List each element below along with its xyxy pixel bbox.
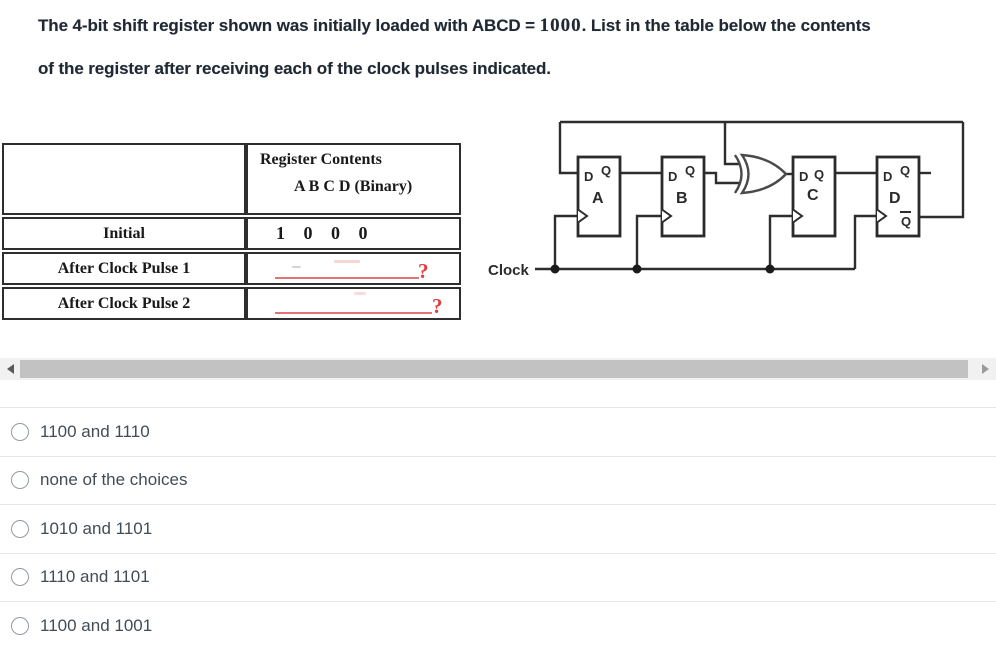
table-row-initial: Initial 1 0 0 0 bbox=[2, 217, 461, 250]
answer-blank-pulse2 bbox=[275, 312, 432, 314]
register-contents-table: Register Contents A B C D (Binary) Initi… bbox=[2, 141, 461, 322]
question-mark-pulse1: ? bbox=[418, 259, 429, 283]
answer-blank-pulse1 bbox=[275, 277, 419, 279]
scrollbar-right-arrow-icon[interactable] bbox=[982, 363, 989, 374]
flip-flop-b-box bbox=[660, 155, 706, 238]
table-header-row: Register Contents A B C D (Binary) bbox=[2, 143, 461, 215]
radio-button[interactable] bbox=[11, 422, 29, 441]
table-header-empty-cell bbox=[2, 143, 246, 215]
clock-triangle-icon bbox=[792, 208, 804, 224]
flip-flop-boxes bbox=[576, 155, 921, 238]
row-label-pulse1: After Clock Pulse 1 bbox=[2, 252, 246, 285]
clock-to-ffb-wire bbox=[635, 214, 662, 269]
answer-option-5[interactable]: 1100 and 1001 bbox=[0, 601, 996, 650]
radio-button[interactable] bbox=[11, 568, 29, 587]
question-text-line1: The 4-bit shift register shown was initi… bbox=[38, 15, 871, 37]
row-label-initial: Initial bbox=[2, 217, 246, 250]
ffd-d-label: D bbox=[883, 169, 892, 184]
ffc-d-label: D bbox=[799, 169, 808, 184]
question-line1-prefix: The 4-bit shift register shown was initi… bbox=[38, 16, 540, 35]
clock-to-ffa-wire bbox=[553, 214, 578, 269]
question-mark-pulse2: ? bbox=[432, 294, 443, 318]
answer-option-label[interactable]: 1100 and 1001 bbox=[40, 615, 153, 635]
pin-labels: D Q D Q D Q D Q Q bbox=[584, 163, 911, 229]
erased-mark bbox=[354, 292, 366, 295]
ffc-q-label: Q bbox=[814, 167, 824, 182]
clock-triangle-icon bbox=[876, 208, 888, 224]
clock-label: Clock bbox=[488, 262, 530, 279]
ffd-name-label: D bbox=[889, 190, 901, 207]
answer-option-label[interactable]: 1110 and 1101 bbox=[40, 567, 150, 587]
erased-mark bbox=[292, 266, 301, 268]
xor-body bbox=[739, 153, 788, 195]
ffd-qbar-label: Q bbox=[901, 214, 911, 229]
ffb-q-label: Q bbox=[685, 163, 695, 178]
clock-triangle-icon bbox=[661, 208, 673, 224]
row-value-initial: 1 0 0 0 bbox=[246, 217, 461, 250]
answer-option-label[interactable]: none of the choices bbox=[40, 470, 188, 490]
ffa-name-label: A bbox=[592, 190, 604, 207]
junction-dot bbox=[550, 264, 560, 274]
answer-option-label[interactable]: 1010 and 1101 bbox=[40, 518, 153, 538]
table-header-cell: Register Contents A B C D (Binary) bbox=[246, 143, 461, 215]
clock-triangle-icon bbox=[577, 208, 589, 224]
question-line1-suffix: . List in the table below the contents bbox=[581, 16, 871, 35]
scrollbar-left-arrow-icon[interactable] bbox=[7, 363, 14, 374]
answer-option-3[interactable]: 1010 and 1101 bbox=[0, 504, 996, 553]
flip-flop-d-box bbox=[875, 155, 921, 238]
feedback-to-ffa-wire bbox=[558, 122, 578, 175]
xor-input-arc bbox=[733, 154, 743, 194]
answer-option-1[interactable]: 1100 and 1110 bbox=[0, 407, 996, 456]
radio-button[interactable] bbox=[11, 616, 29, 635]
ffa-q-label: Q bbox=[601, 163, 611, 178]
flip-flop-name-labels: A B C D bbox=[592, 187, 901, 207]
junction-dot bbox=[632, 264, 642, 274]
flip-flop-c-box bbox=[791, 155, 837, 238]
shift-register-circuit-diagram: D Q D Q D Q D Q Q A B C D Clock bbox=[488, 120, 965, 279]
answer-option-2[interactable]: none of the choices bbox=[0, 455, 996, 504]
answer-option-4[interactable]: 1110 and 1101 bbox=[0, 552, 996, 601]
erased-mark bbox=[334, 260, 360, 263]
ffb-d-label: D bbox=[668, 169, 677, 184]
radio-button[interactable] bbox=[11, 519, 29, 538]
radio-button[interactable] bbox=[11, 471, 29, 490]
junction-dots bbox=[550, 264, 775, 274]
row-value-pulse1: ? bbox=[246, 252, 461, 285]
answer-options-list: 1100 and 1110 none of the choices 1010 a… bbox=[0, 407, 996, 650]
initial-value: 1 0 0 0 bbox=[276, 223, 375, 243]
row-value-pulse2: ? bbox=[246, 287, 461, 320]
table-header-subtitle: A B C D (Binary) bbox=[294, 178, 413, 195]
clock-to-ffc-wire bbox=[768, 214, 793, 269]
junction-dot bbox=[765, 264, 775, 274]
clock-edge-triangles bbox=[577, 208, 888, 224]
feedback-to-xor-wire bbox=[723, 122, 739, 166]
horizontal-scrollbar[interactable] bbox=[0, 358, 996, 380]
ffc-name-label: C bbox=[807, 187, 819, 204]
ffb-name-label: B bbox=[676, 190, 688, 207]
question-initial-value: 1000 bbox=[539, 15, 582, 36]
row-label-pulse2: After Clock Pulse 2 bbox=[2, 287, 246, 320]
ffb-q-to-xor-wire bbox=[704, 171, 739, 185]
ffa-d-label: D bbox=[584, 169, 593, 184]
question-text-line2: of the register after receiving each of … bbox=[38, 59, 551, 78]
answer-option-label[interactable]: 1100 and 1110 bbox=[40, 421, 150, 441]
table-row-pulse1: After Clock Pulse 1 ? bbox=[2, 252, 461, 285]
ffd-q-label: Q bbox=[900, 163, 910, 178]
xor-gate bbox=[733, 153, 788, 195]
clock-to-ffd-wire bbox=[853, 214, 877, 269]
ffd-qbar-feedback-wire bbox=[919, 122, 965, 219]
scrollbar-thumb[interactable] bbox=[20, 360, 968, 378]
flip-flop-a-box bbox=[576, 155, 622, 238]
table-row-pulse2: After Clock Pulse 2 ? bbox=[2, 287, 461, 320]
table-header-title: Register Contents bbox=[260, 151, 382, 168]
